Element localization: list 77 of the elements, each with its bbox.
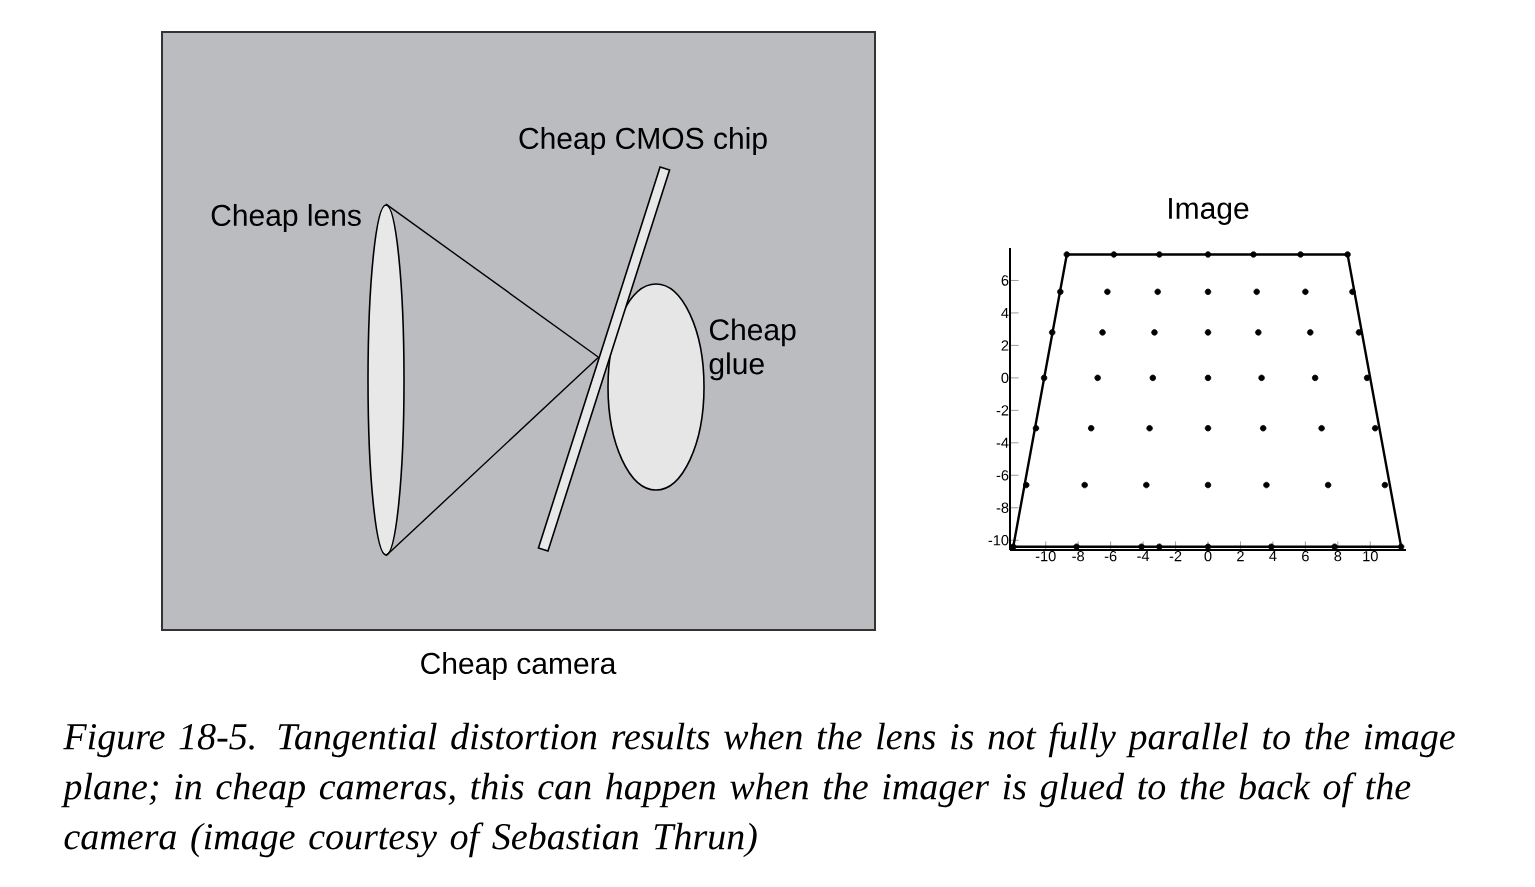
point bbox=[1057, 288, 1064, 296]
ray-line bbox=[385, 203, 600, 358]
x-tick-label: 0 bbox=[1204, 550, 1212, 562]
x-tick-label: 4 bbox=[1269, 550, 1277, 562]
point bbox=[1324, 481, 1332, 489]
point bbox=[1311, 374, 1319, 382]
point bbox=[1204, 329, 1212, 336]
y-tick-label: -8 bbox=[996, 502, 1009, 513]
point bbox=[1258, 374, 1265, 382]
point bbox=[1049, 329, 1056, 336]
point bbox=[1151, 329, 1158, 336]
point bbox=[1204, 288, 1212, 296]
part-label: Cheap lens bbox=[211, 204, 361, 232]
point bbox=[1318, 425, 1325, 432]
part-label: Cheap CMOS chip bbox=[519, 127, 767, 155]
point bbox=[1023, 481, 1030, 489]
x-tick-label: -4 bbox=[1137, 550, 1150, 562]
point bbox=[1094, 374, 1101, 382]
point bbox=[1149, 374, 1157, 382]
point bbox=[1073, 543, 1080, 550]
point bbox=[1143, 481, 1150, 489]
point bbox=[1204, 374, 1212, 382]
x-tick-label: -8 bbox=[1072, 550, 1085, 562]
point bbox=[1268, 543, 1275, 550]
point bbox=[1204, 481, 1212, 489]
point bbox=[1259, 425, 1267, 432]
point bbox=[1349, 288, 1356, 296]
box-label: Cheap camera bbox=[421, 652, 617, 680]
point bbox=[1344, 251, 1351, 258]
point bbox=[1397, 543, 1405, 550]
y-tick-label: 4 bbox=[1001, 307, 1009, 318]
y-tick-label: 2 bbox=[1001, 340, 1009, 351]
point bbox=[1110, 251, 1118, 258]
point bbox=[1032, 425, 1040, 432]
x-tick-label: 10 bbox=[1363, 550, 1378, 562]
x-tick-label: -10 bbox=[1035, 550, 1056, 562]
x-tick-label: -6 bbox=[1104, 550, 1117, 562]
x-tick-label: 6 bbox=[1302, 550, 1309, 562]
point bbox=[1250, 251, 1257, 258]
point bbox=[1371, 425, 1379, 432]
point bbox=[1204, 251, 1212, 258]
point bbox=[1302, 288, 1309, 296]
ray-line bbox=[385, 356, 600, 557]
point bbox=[1156, 251, 1163, 258]
point bbox=[1010, 543, 1017, 550]
point bbox=[1307, 329, 1314, 336]
y-tick-label: -6 bbox=[996, 470, 1009, 481]
chart-title: Image bbox=[1169, 198, 1249, 225]
point bbox=[1263, 481, 1270, 489]
y-tick-label: -10 bbox=[988, 535, 1009, 546]
point bbox=[1331, 543, 1338, 550]
point bbox=[1154, 288, 1161, 296]
point bbox=[1081, 481, 1088, 489]
point bbox=[1204, 425, 1212, 432]
point bbox=[1363, 374, 1371, 382]
point bbox=[1063, 251, 1071, 258]
point bbox=[1104, 288, 1111, 296]
point bbox=[1040, 374, 1048, 382]
point bbox=[1381, 481, 1389, 489]
point bbox=[1204, 543, 1212, 550]
point bbox=[1156, 543, 1163, 550]
point bbox=[1297, 251, 1304, 258]
point bbox=[1253, 288, 1260, 296]
caption: Figure 18-5. Tangential distortion results when the lens is not fully parallel to the image plane; in cheap cameras, this can happen when the imager is glued to the back of the camera (image courtesy of Sebastian Thrun) bbox=[61, 722, 1455, 858]
y-tick-label: 6 bbox=[1001, 275, 1009, 286]
point bbox=[1138, 543, 1145, 550]
x-tick-label: -2 bbox=[1169, 550, 1182, 562]
point bbox=[1146, 425, 1153, 432]
x-tick-label: 2 bbox=[1237, 550, 1244, 562]
y-tick-label: -2 bbox=[996, 405, 1009, 416]
point bbox=[1255, 329, 1262, 336]
y-tick-label: 0 bbox=[1001, 372, 1009, 384]
x-tick-label: 8 bbox=[1334, 550, 1342, 562]
point bbox=[1087, 425, 1095, 432]
y-tick-label: -4 bbox=[996, 437, 1009, 448]
part-label: Cheap glue bbox=[709, 318, 796, 381]
point bbox=[1099, 329, 1106, 336]
